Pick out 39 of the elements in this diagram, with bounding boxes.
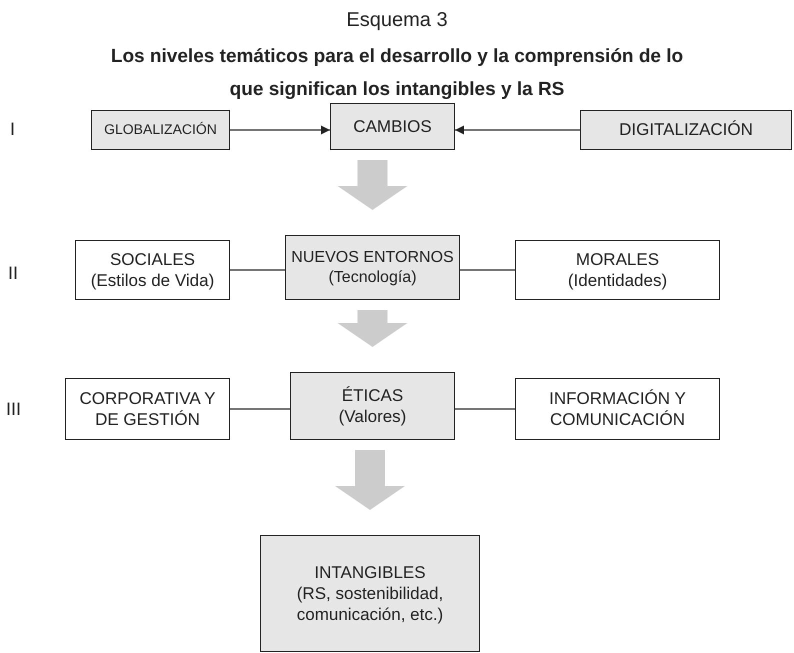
connector-line: [230, 408, 290, 410]
diagram-title: Los niveles temáticos para el desarrollo y la comprensión de lo que significan los intangibles y la RS: [110, 45, 684, 102]
box-heading: CORPORATIVA Y DE GESTIÓN: [78, 388, 217, 430]
box-heading: SOCIALES: [110, 248, 196, 270]
box-subtext: (Valores): [338, 406, 406, 428]
box-subtext: (RS, sostenibilidad, comunicación, etc.): [296, 582, 444, 626]
block-arrow: [338, 160, 408, 210]
box: [75, 240, 230, 300]
box-subtext: (Estilos de Vida): [90, 270, 214, 292]
connector-line: [460, 269, 515, 271]
block-arrow: [335, 450, 405, 510]
highlighted-box: [260, 535, 480, 652]
box-heading: NUEVOS ENTORNOS: [291, 248, 454, 268]
box-heading: INTANGIBLES: [314, 562, 426, 583]
block-arrow: [338, 310, 408, 347]
box-heading: INFORMACIÓN Y COMUNICACIÓN: [548, 388, 687, 430]
highlighted-box: [330, 103, 455, 150]
box-heading: DIGITALIZACIÓN: [619, 119, 753, 141]
box-subtext: (Tecnología): [328, 268, 417, 288]
box: [515, 240, 720, 300]
highlighted-box: [580, 110, 792, 150]
box-heading: MORALES: [576, 248, 660, 270]
arrow: [230, 126, 330, 134]
box-heading: GLOBALIZACIÓN: [104, 121, 217, 139]
connector-line: [230, 269, 285, 271]
highlighted-box: [91, 110, 230, 150]
level-numeral: II: [8, 262, 18, 284]
level-numeral: I: [10, 118, 16, 140]
arrow: [455, 126, 580, 134]
box: [515, 378, 720, 440]
level-numeral: III: [6, 398, 22, 420]
figure-number: Esquema 3: [345, 8, 449, 33]
highlighted-box: [285, 235, 460, 300]
box-heading: ÉTICAS: [342, 384, 404, 406]
box: [65, 378, 230, 440]
box-subtext: (Identidades): [568, 270, 668, 292]
connector-line: [455, 408, 515, 410]
highlighted-box: [290, 372, 455, 440]
box-heading: CAMBIOS: [353, 116, 432, 138]
